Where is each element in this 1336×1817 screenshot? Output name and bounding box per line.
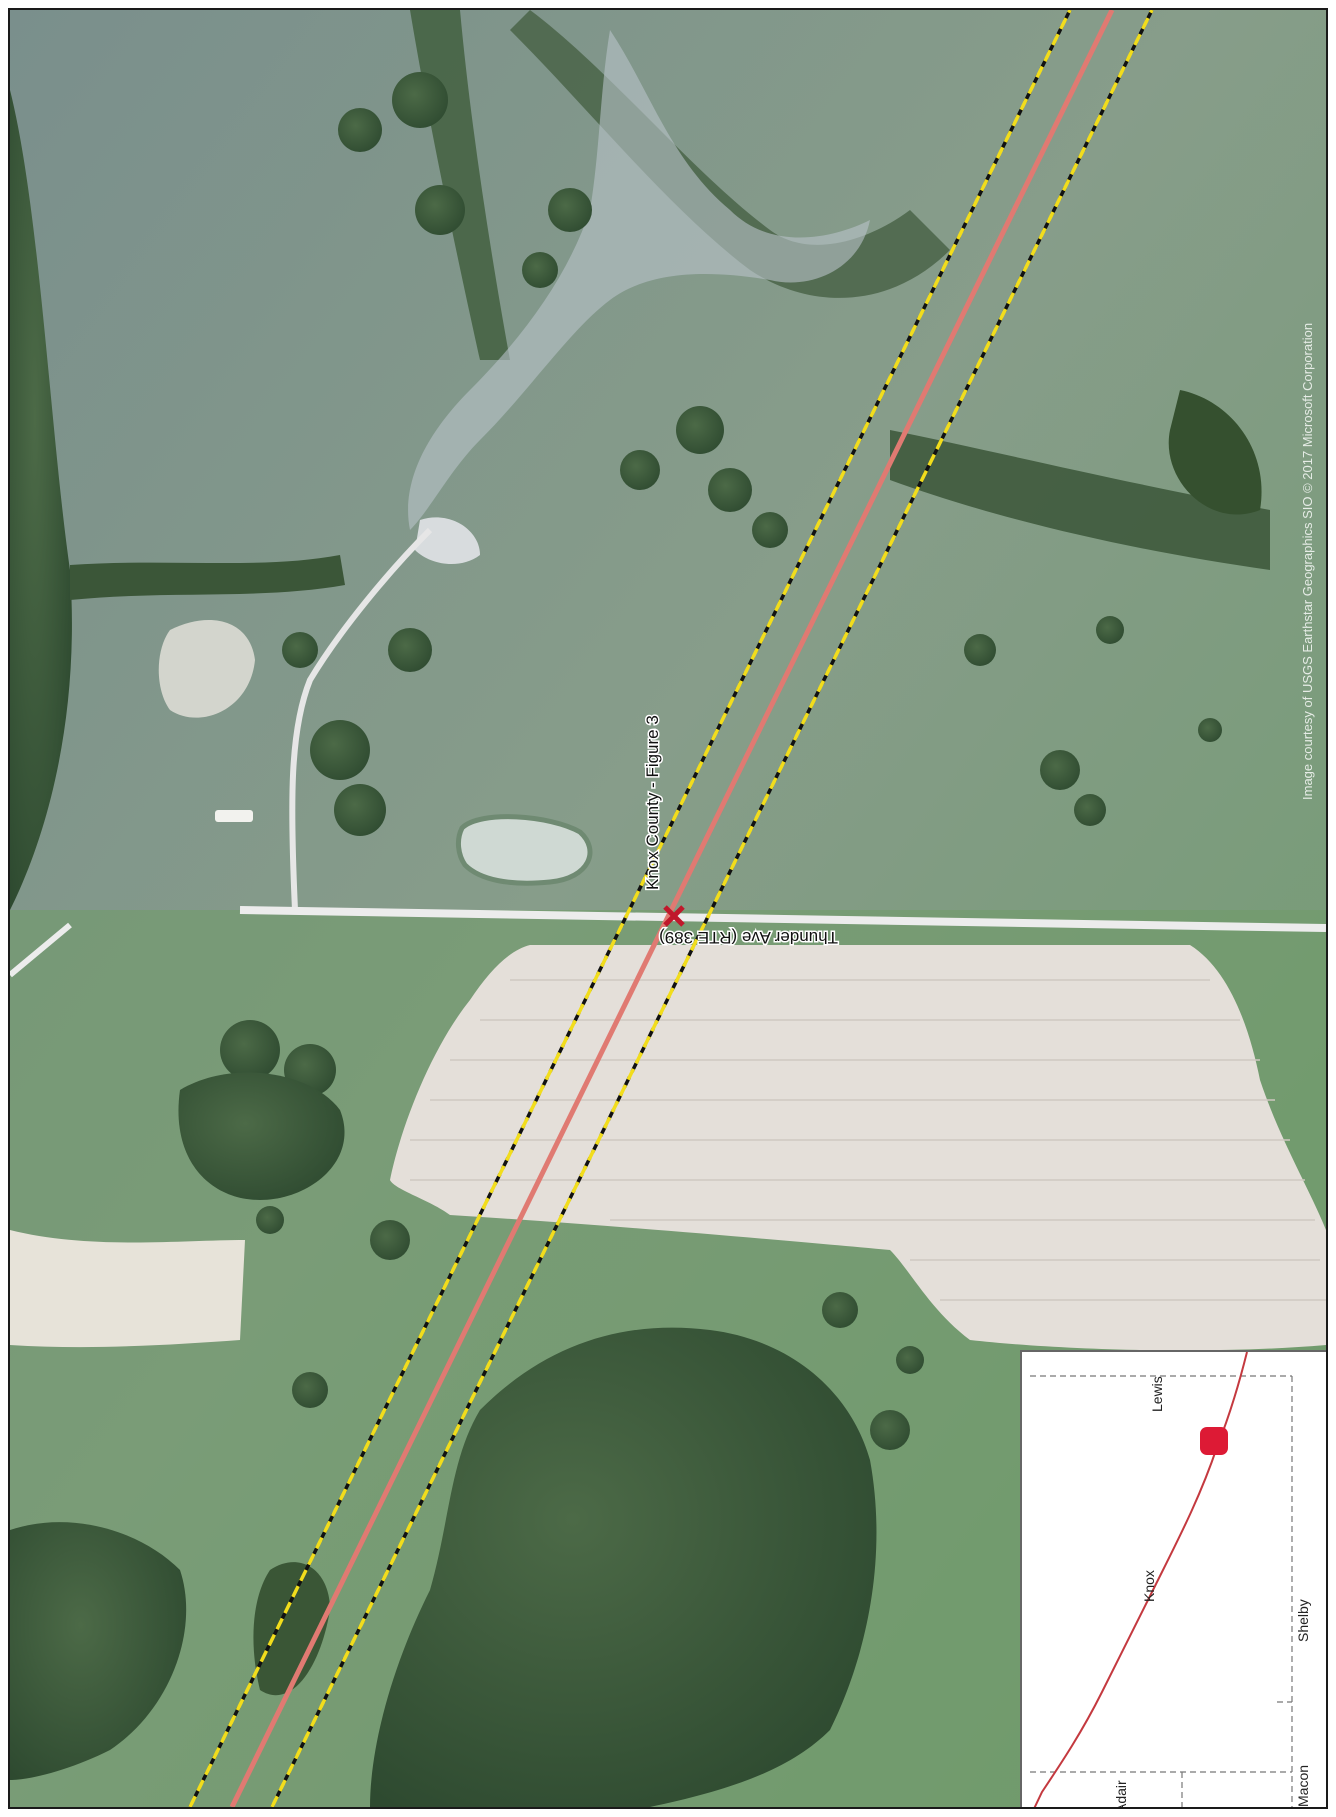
inset-marker — [1200, 1427, 1228, 1455]
tree-cluster-east — [1168, 390, 1262, 515]
inset-svg: Lewis Knox Shelby Macon Adair — [1030, 1351, 1311, 1809]
crossing-marker[interactable] — [663, 905, 685, 927]
field-furrows — [410, 979, 1326, 1301]
tree-line-horizontal — [70, 555, 345, 600]
forest-southwest — [10, 1522, 187, 1780]
inset-label-macon: Macon — [1295, 1765, 1311, 1807]
farmyard-clearing — [158, 620, 255, 718]
pale-patch-homestead — [415, 517, 480, 565]
inset-route — [1033, 1351, 1248, 1807]
tree-line-east — [890, 430, 1270, 570]
corridor-boundary-west-yellow — [188, 10, 1072, 1807]
creek-wash — [408, 30, 870, 530]
pipeline-corridor — [188, 10, 1154, 1807]
inset-label-shelby: Shelby — [1295, 1599, 1311, 1642]
corridor-boundary-east-yellow — [270, 10, 1154, 1807]
small-building — [215, 810, 253, 822]
pale-field-west — [10, 1230, 245, 1348]
scattered-trees — [220, 72, 1222, 1450]
plowed-field — [390, 945, 1326, 1351]
tree-line-west — [10, 90, 72, 910]
pipeline-centerline — [229, 10, 1115, 1807]
road-west-spur — [10, 922, 72, 978]
road-label: Thunder Ave (RTE 389) — [659, 928, 838, 947]
map-frame: Knox County - Figure 3 Thunder Ave (RTE … — [8, 8, 1328, 1809]
road-thunder-ave — [239, 906, 1326, 932]
point-label: Knox County - Figure 3 — [643, 715, 662, 890]
driveway — [289, 527, 433, 911]
inset-label-knox: Knox — [1141, 1570, 1157, 1602]
pond — [455, 814, 593, 886]
inset-label-adair: Adair — [1113, 1780, 1129, 1809]
forest-west-edge — [253, 1562, 330, 1696]
tree-cluster-west — [178, 1072, 345, 1200]
inset-map: Lewis Knox Shelby Macon Adair — [1020, 1350, 1326, 1809]
forest-south — [370, 1327, 877, 1807]
image-credit: Image courtesy of USGS Earthstar Geograp… — [1300, 323, 1315, 800]
inset-label-lewis: Lewis — [1149, 1376, 1165, 1412]
